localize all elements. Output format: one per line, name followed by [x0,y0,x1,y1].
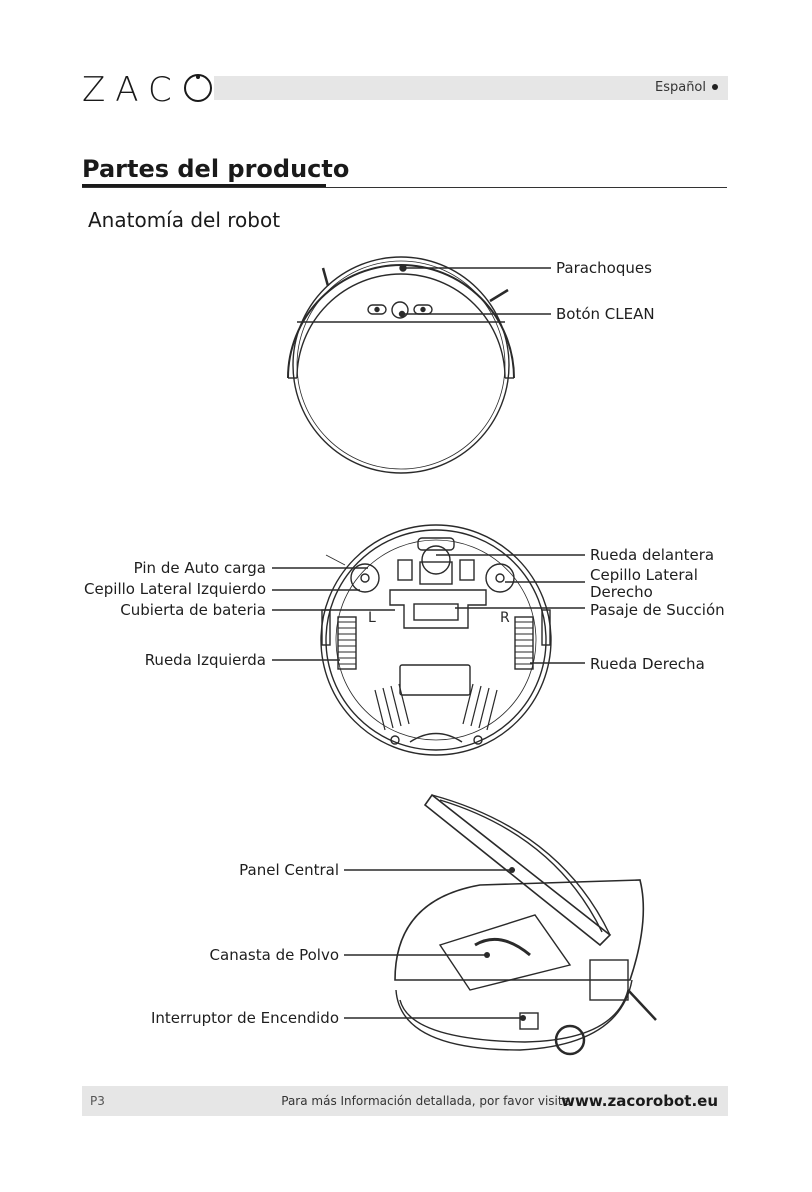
label-charge-pin: Pin de Auto carga [133,559,266,577]
label-suction: Pasaje de Succión [590,601,725,619]
robot-open-view [394,793,657,1056]
page-number: P3 [90,1094,105,1108]
label-central-panel: Panel Central [239,861,339,879]
robot-bottom-view [320,524,552,756]
title-underline [82,184,326,187]
label-clean-button: Botón CLEAN [556,305,655,323]
label-right-wheel: Rueda Derecha [590,655,705,673]
label-bumper: Parachoques [556,259,652,277]
label-left-wheel: Rueda Izquierda [144,651,266,669]
label-front-wheel: Rueda delantera [590,546,715,564]
bullet-dot-icon [712,84,718,90]
label-power-switch: Interruptor de Encendido [150,1009,339,1027]
left-marker: L [368,610,376,626]
label-right-brush-line2: Derecho [590,583,653,601]
label-dust-basket: Canasta de Polvo [209,946,339,964]
robot-top-view [287,256,515,474]
footer-bar: P3 Para más Información detallada, por f… [82,1086,728,1116]
right-marker: R [500,610,510,626]
title-rule [82,187,727,188]
footer-info-text: Para más Información detallada, por favo… [281,1094,574,1108]
page-title: Partes del producto [82,155,350,183]
website-link[interactable]: www.zacorobot.eu [561,1092,718,1110]
label-left-brush: Cepillo Lateral Izquierdo [84,580,266,598]
language-label: Español [655,80,718,95]
logo-o-mark [183,74,212,102]
label-right-brush-line1: Cepillo Lateral [590,566,698,584]
label-battery-cover: Cubierta de bateria [120,601,266,619]
section-subtitle: Anatomía del robot [88,208,281,232]
brand-logo: ZAC [82,70,212,110]
language-bar: Español [214,76,728,100]
